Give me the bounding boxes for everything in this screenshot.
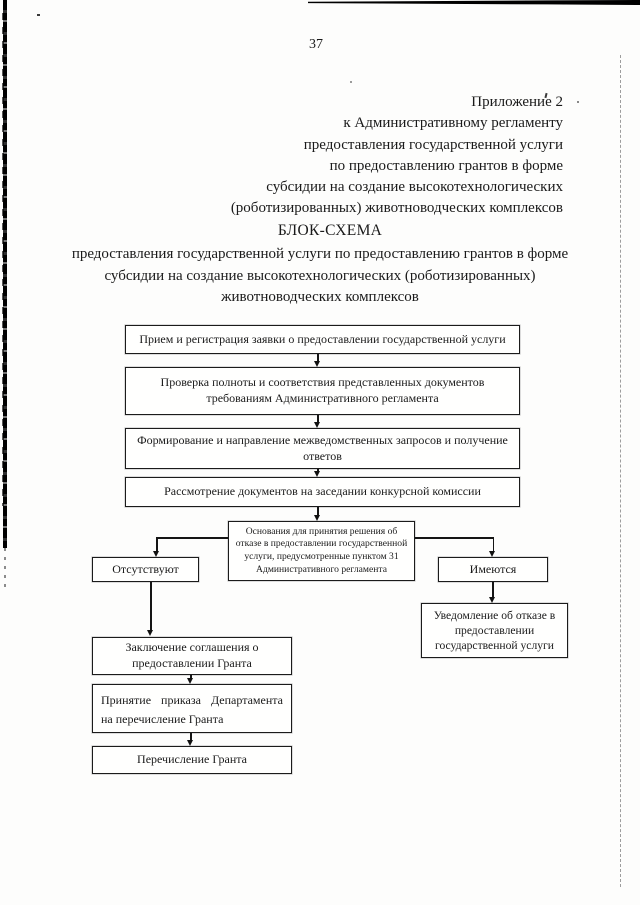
scan-artifact-right-dashed-line	[620, 55, 621, 887]
flow-step-interagency: Формирование и направление межведомствен…	[125, 428, 520, 469]
connector-order-transfer-line	[190, 733, 192, 741]
arrow-interagency-review-head	[313, 471, 320, 477]
scan-artifact-left-edge-tail	[4, 548, 6, 592]
flow-branch-absent: Отсутствуют	[92, 557, 199, 582]
flow-decision-grounds: Основания для принятия решения об отказе…	[228, 521, 415, 581]
connector-reception-verification-line	[317, 354, 319, 362]
appendix-header-line: по предоставлению грантов в форме	[329, 157, 563, 174]
flow-step-reception: Прием и регистрация заявки о предоставле…	[125, 325, 520, 354]
arrow-verification-interagency-head	[313, 422, 320, 428]
scan-speck	[37, 14, 40, 16]
appendix-header-line: предоставления государственной услуги	[303, 136, 563, 153]
flow-step-order: Принятие приказа Департамента на перечис…	[92, 684, 292, 733]
connector-absent-agreement-line	[150, 582, 152, 630]
arrow-present-refusal-head	[488, 597, 495, 603]
arrow-absent-agreement-head	[146, 630, 153, 636]
appendix-header-line: субсидии на создание высокотехнологическ…	[266, 179, 563, 196]
connector-agreement-order-line	[190, 675, 192, 679]
connector-decision-absent-vline	[156, 537, 158, 552]
appendix-header: Приложение 2 к Административному регламе…	[231, 92, 563, 220]
arrow-reception-verification-head	[313, 361, 320, 367]
flow-step-transfer: Перечисление Гранта	[92, 746, 292, 774]
page-number: 37	[309, 37, 323, 52]
appendix-header-line: к Административному регламенту	[343, 115, 563, 132]
connector-decision-present-hline	[415, 537, 494, 539]
scan-speck	[577, 101, 579, 103]
connector-decision-absent-hline	[156, 537, 228, 539]
appendix-header-line: (роботизированных) животноводческих комп…	[230, 200, 563, 217]
scan-speck	[350, 81, 352, 83]
scan-artifact-left-edge-secondary	[2, 6, 4, 506]
connector-present-refusal-line	[492, 582, 494, 597]
flow-step-review: Рассмотрение документов на заседании кон…	[125, 477, 520, 507]
appendix-header-line: Приложение 2	[471, 94, 563, 110]
arrow-decision-present-head	[489, 551, 495, 557]
arrow-decision-absent-head	[152, 551, 159, 557]
connector-review-decision-line	[317, 507, 319, 516]
flow-step-refusal-notice: Уведомление об отказе в предоставлении г…	[421, 603, 568, 658]
flow-step-verification: Проверка полноты и соответствия представ…	[125, 367, 520, 415]
flow-step-agreement: Заключение соглашения о предоставлении Г…	[92, 637, 292, 675]
scan-artifact-top-bar	[308, 0, 640, 5]
scan-artifact-left-edge	[3, 0, 7, 548]
arrow-order-transfer-head	[186, 740, 193, 746]
document-title: БЛОК-СХЕМА	[277, 222, 383, 239]
arrow-agreement-order-head	[186, 678, 193, 684]
arrow-review-decision-head	[313, 515, 320, 521]
connector-decision-present-vline	[492, 537, 494, 552]
document-subtitle: предоставления государственной услуги по…	[71, 246, 569, 305]
flow-branch-present: Имеются	[438, 557, 548, 582]
connector-verification-interagency-line	[317, 415, 319, 423]
